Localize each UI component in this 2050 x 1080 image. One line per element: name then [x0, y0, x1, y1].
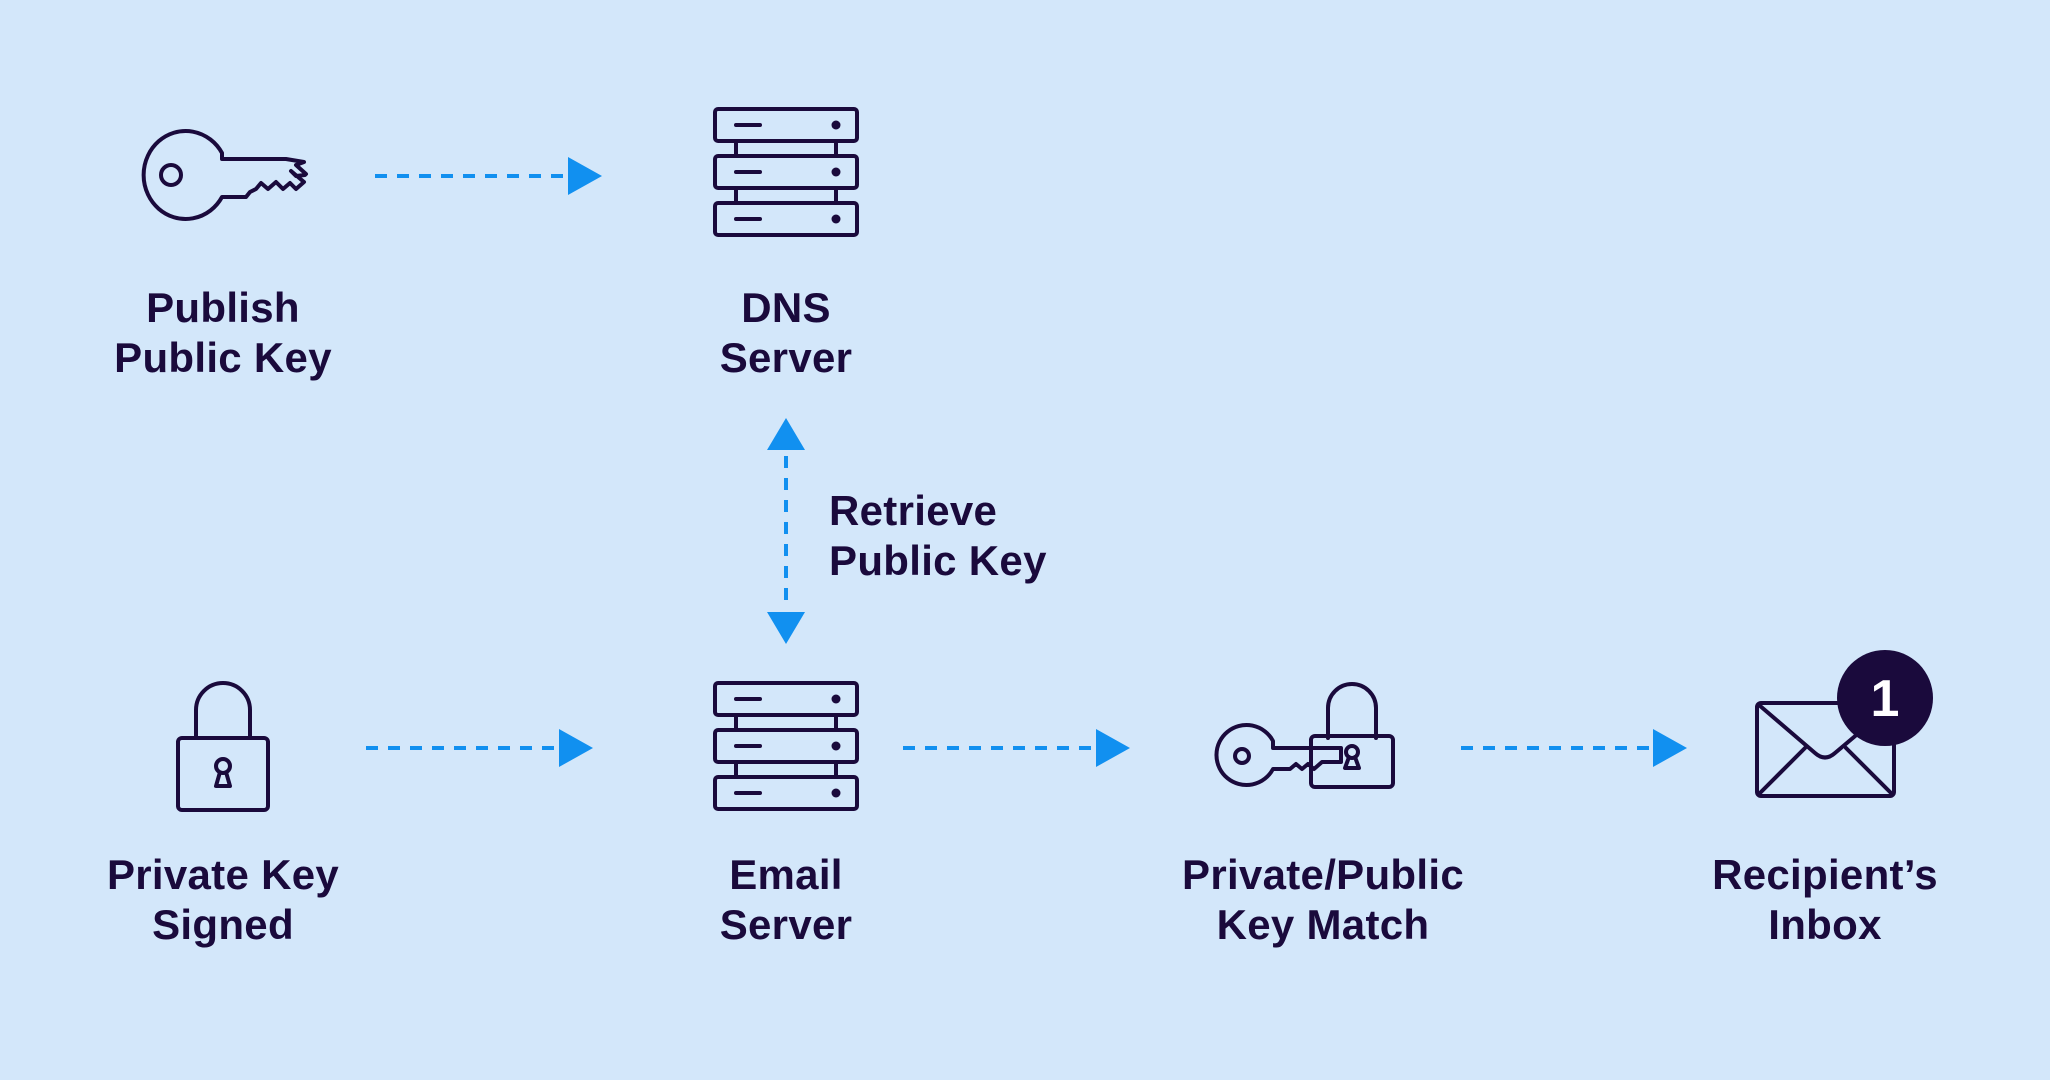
- padlock-icon: [176, 681, 270, 812]
- notification-badge-count: 1: [1871, 670, 1900, 728]
- label-recipients-inbox: Recipient’s Inbox: [1675, 850, 1975, 950]
- server-icon: [715, 109, 857, 235]
- label-publish-public-key: Publish Public Key: [73, 283, 373, 383]
- label-line: Signed: [152, 901, 294, 948]
- key-and-padlock-icon: [1214, 682, 1395, 789]
- arrow-dns-email-bidirectional: [767, 418, 805, 644]
- label-line: Server: [719, 334, 853, 381]
- key-icon: [141, 129, 308, 221]
- arrow-signed-to-email: [366, 729, 593, 767]
- envelope-icon: [1755, 701, 1896, 798]
- label-retrieve-public-key: Retrieve Public Key: [829, 486, 1129, 586]
- label-line: Server: [719, 901, 853, 948]
- label-line: Private Key: [106, 851, 340, 898]
- label-line: Inbox: [1768, 901, 1882, 948]
- label-line: DNS: [741, 284, 831, 331]
- label-dns-server: DNS Server: [636, 283, 936, 383]
- arrow-match-to-inbox: [1461, 729, 1687, 767]
- label-line: Public Key: [114, 334, 332, 381]
- label-private-key-signed: Private Key Signed: [73, 850, 373, 950]
- label-line: Publish: [146, 284, 300, 331]
- label-line: Recipient’s: [1712, 851, 1938, 898]
- label-line: Retrieve: [829, 487, 998, 534]
- arrow-email-to-match: [903, 729, 1130, 767]
- label-line: Key Match: [1216, 901, 1430, 948]
- label-line: Email: [729, 851, 843, 898]
- label-line: Private/Public: [1182, 851, 1464, 898]
- server-icon: [715, 683, 857, 809]
- label-line: Public Key: [829, 537, 1047, 584]
- notification-badge: 1: [1837, 650, 1933, 746]
- label-email-server: Email Server: [636, 850, 936, 950]
- arrow-publish-to-dns: [375, 157, 602, 195]
- label-key-match: Private/Public Key Match: [1143, 850, 1503, 950]
